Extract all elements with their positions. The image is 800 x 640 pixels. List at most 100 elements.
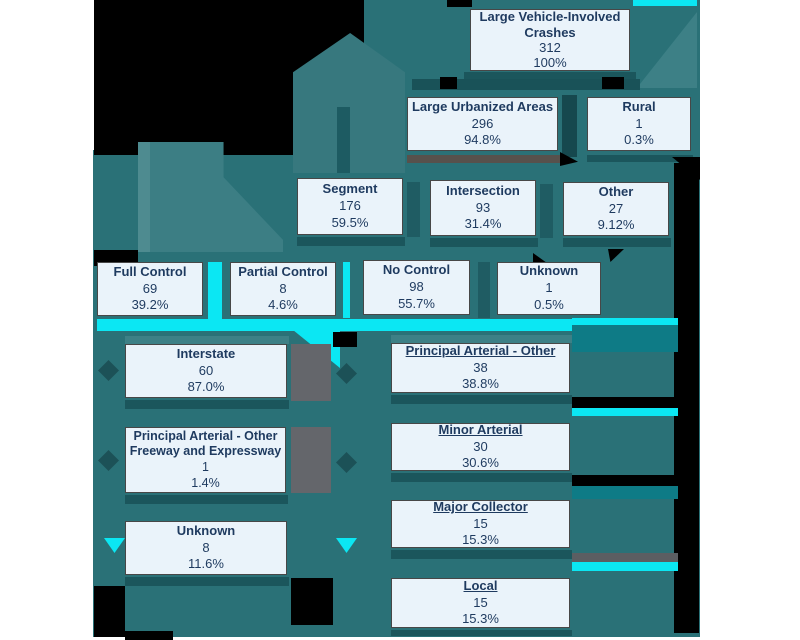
node-pct: 4.6% bbox=[268, 297, 298, 313]
node-segment: Segment 176 59.5% bbox=[297, 178, 403, 235]
node-title: Unknown bbox=[519, 263, 579, 279]
cyan-accent bbox=[572, 408, 678, 416]
connector-shape bbox=[412, 79, 640, 90]
node-count: 1 bbox=[635, 115, 643, 131]
shadow-block bbox=[440, 77, 457, 89]
connector-bevel bbox=[572, 325, 678, 352]
node-title: Partial Control bbox=[238, 263, 328, 279]
node-count: 38 bbox=[473, 359, 488, 375]
shadow-block bbox=[333, 332, 357, 347]
node-pct: 0.3% bbox=[624, 132, 654, 148]
node-root: Large Vehicle-Involved Crashes 312 100% bbox=[470, 9, 630, 71]
node-title: Minor Arterial bbox=[438, 421, 523, 437]
connector-shadow bbox=[391, 550, 572, 559]
node-pct: 100% bbox=[533, 55, 567, 71]
node-pa-freeway: Principal Arterial - Other Freeway and E… bbox=[125, 427, 286, 493]
gray-block bbox=[572, 553, 678, 562]
node-pct: 15.3% bbox=[462, 611, 499, 627]
node-title: No Control bbox=[382, 262, 451, 278]
node-title: Principal Arterial - Other Freeway and E… bbox=[129, 428, 282, 459]
connector-slot bbox=[337, 107, 350, 173]
node-other: Other 27 9.12% bbox=[563, 182, 669, 236]
shadow-triangle bbox=[533, 253, 547, 263]
node-count: 15 bbox=[473, 515, 488, 531]
cyan-accent bbox=[208, 262, 222, 319]
node-title: Rural bbox=[622, 98, 656, 114]
shadow-block bbox=[602, 77, 624, 89]
node-major-collector: Major Collector 15 15.3% bbox=[391, 498, 570, 548]
connector-shadow bbox=[125, 400, 289, 409]
node-title: Full Control bbox=[113, 263, 187, 279]
node-title: Segment bbox=[322, 181, 378, 197]
node-pct: 30.6% bbox=[462, 455, 499, 471]
node-title: Large Urbanized Areas bbox=[411, 98, 554, 114]
node-title: Unknown bbox=[176, 522, 236, 538]
node-pct: 31.4% bbox=[464, 216, 502, 232]
node-count: 30 bbox=[473, 438, 488, 454]
node-count: 60 bbox=[198, 362, 214, 378]
node-count: 8 bbox=[202, 539, 210, 555]
node-pct: 87.0% bbox=[187, 379, 225, 395]
node-partial-control: Partial Control 8 4.6% bbox=[230, 262, 336, 316]
node-pa-other: Principal Arterial - Other 38 38.8% bbox=[391, 343, 570, 393]
node-count: 93 bbox=[475, 199, 491, 215]
connector-shadow bbox=[297, 237, 405, 246]
node-minor-arterial: Minor Arterial 30 30.6% bbox=[391, 421, 570, 471]
node-unknown-control: Unknown 1 0.5% bbox=[497, 262, 601, 315]
shadow-block bbox=[94, 586, 125, 637]
connector-shadow bbox=[391, 630, 572, 636]
connector-slot bbox=[478, 262, 490, 318]
gray-block bbox=[291, 427, 331, 493]
node-pct: 39.2% bbox=[131, 297, 169, 313]
shadow-block bbox=[674, 163, 699, 633]
connector-shadow bbox=[125, 495, 288, 504]
node-count: 176 bbox=[339, 198, 361, 214]
node-title: Intersection bbox=[446, 182, 520, 198]
diamond-accent bbox=[98, 450, 119, 471]
node-pct: 11.6% bbox=[188, 556, 224, 572]
connector-shadow bbox=[125, 577, 289, 586]
connector-slot bbox=[540, 184, 553, 238]
connector-shadow bbox=[407, 155, 560, 163]
shadow-block bbox=[447, 0, 472, 7]
connector-highlight bbox=[125, 336, 289, 344]
node-pct: 9.12% bbox=[597, 217, 635, 233]
cyan-accent bbox=[343, 262, 350, 318]
node-pct: 55.7% bbox=[398, 295, 435, 311]
node-pct: 94.8% bbox=[464, 132, 501, 148]
gray-block bbox=[291, 344, 331, 401]
node-count: 27 bbox=[608, 200, 624, 216]
node-title: Interstate bbox=[176, 345, 236, 361]
connector-shadow bbox=[430, 238, 538, 247]
node-count: 1 bbox=[202, 460, 209, 474]
shadow-block bbox=[572, 475, 678, 486]
node-count: 296 bbox=[471, 115, 494, 131]
node-rural: Rural 1 0.3% bbox=[587, 97, 691, 151]
node-count: 15 bbox=[473, 594, 488, 610]
node-interstate: Interstate 60 87.0% bbox=[125, 344, 287, 398]
node-title: Major Collector bbox=[433, 498, 528, 514]
diamond-accent bbox=[336, 363, 357, 384]
connector-shadow bbox=[563, 238, 671, 247]
connector-highlight bbox=[391, 335, 572, 343]
node-full-control: Full Control 69 39.2% bbox=[97, 262, 203, 316]
connector-shadow bbox=[464, 72, 636, 79]
connector-slot bbox=[562, 95, 577, 157]
node-intersection: Intersection 93 31.4% bbox=[430, 180, 536, 236]
node-pct: 59.5% bbox=[331, 214, 369, 230]
connector-slot bbox=[407, 182, 420, 237]
node-pct: 38.8% bbox=[462, 376, 499, 392]
node-title: Principal Arterial - Other bbox=[405, 342, 556, 358]
cyan-accent bbox=[572, 562, 678, 571]
connector-shadow bbox=[391, 473, 572, 482]
connector-bevel bbox=[572, 486, 678, 499]
node-count: 1 bbox=[545, 280, 553, 296]
node-count: 69 bbox=[142, 280, 158, 296]
diamond-accent bbox=[98, 360, 119, 381]
node-unknown-class: Unknown 8 11.6% bbox=[125, 521, 287, 575]
node-pct: 0.5% bbox=[534, 296, 564, 312]
connector-shadow bbox=[587, 155, 693, 162]
cyan-accent bbox=[633, 0, 697, 6]
cyan-accent bbox=[572, 318, 678, 325]
